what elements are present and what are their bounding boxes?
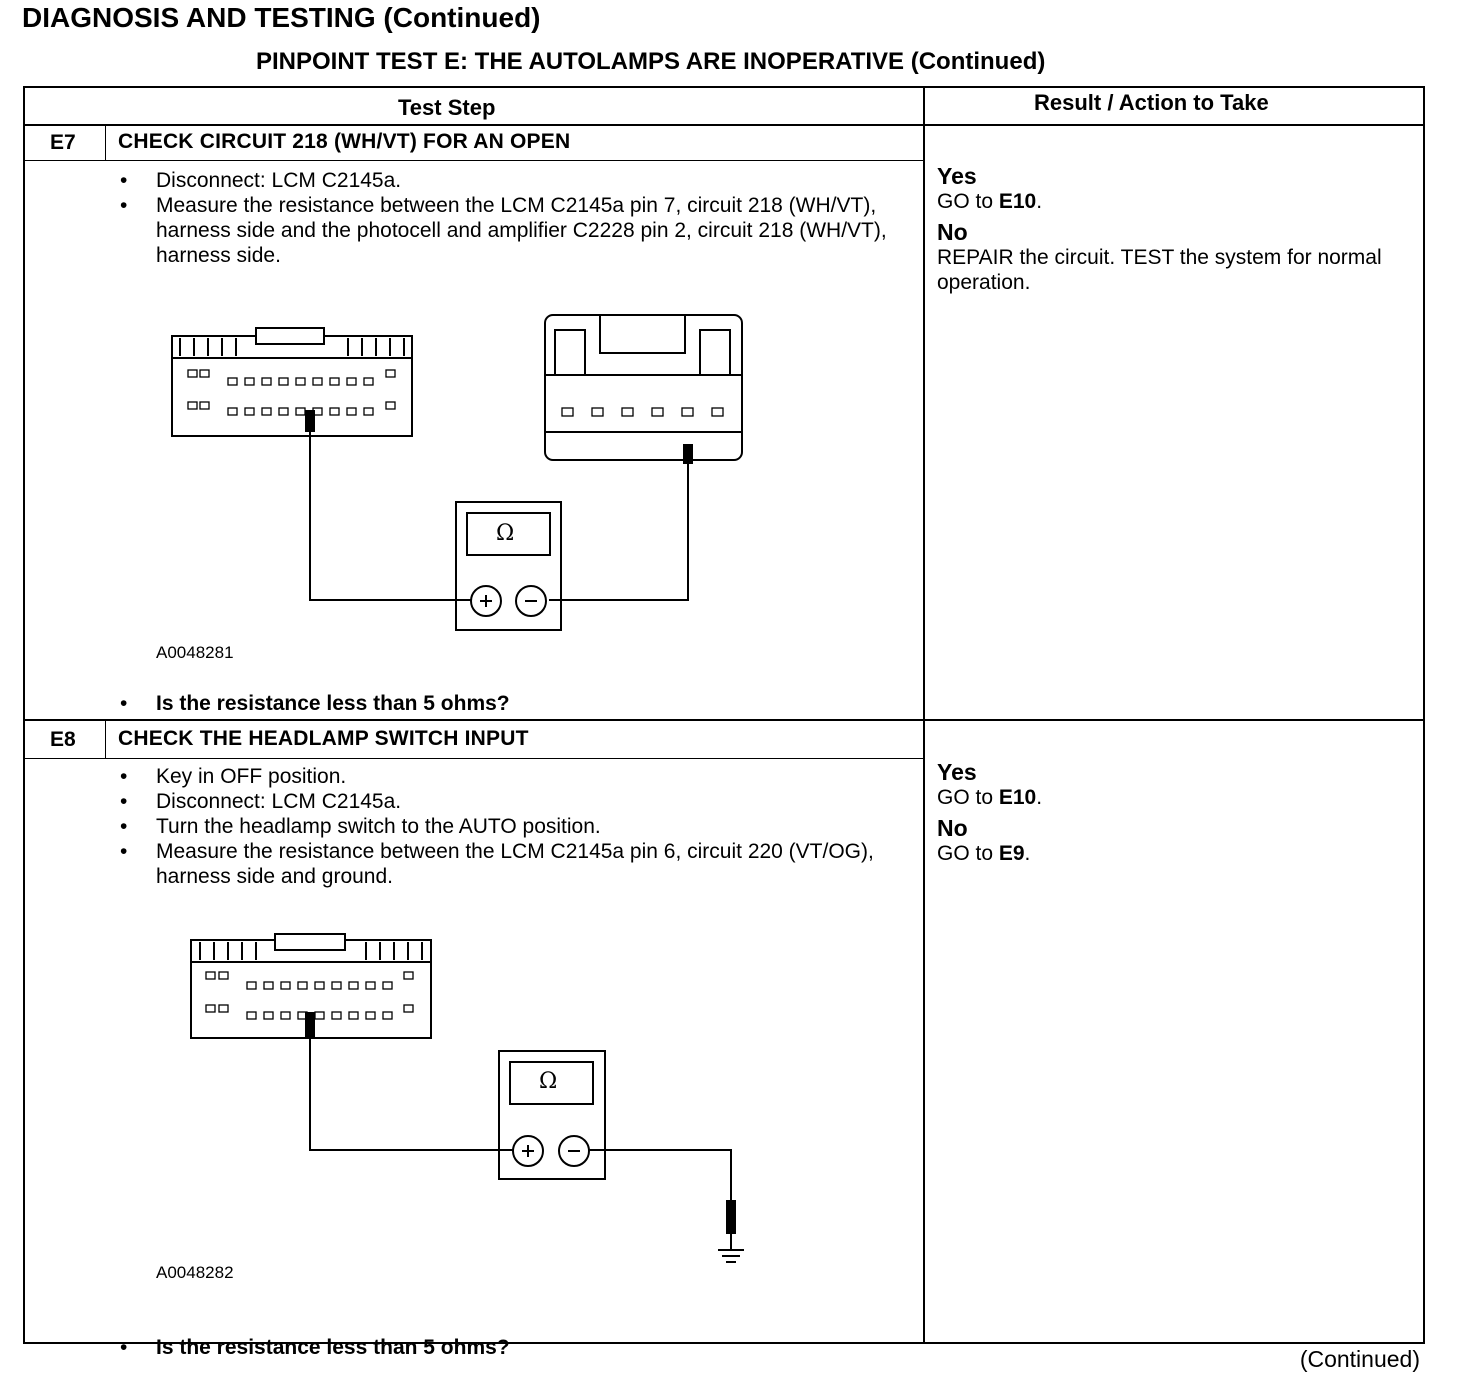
e8-results: Yes GO to E10. No GO to E9. [937, 760, 1407, 872]
goto-step-link[interactable]: E9 [998, 842, 1025, 865]
probe-tips [305, 410, 693, 464]
step-id: E8 [50, 728, 76, 751]
ground-icon [718, 1249, 744, 1263]
ohm-symbol: Ω [496, 521, 515, 546]
lcm-pin-row-bottom [205, 1004, 414, 1020]
instruction-item: Disconnect: LCM C2145a. [120, 168, 900, 193]
result-yes-label: Yes [937, 163, 977, 189]
result-yes-action: GO to E10. [937, 190, 1043, 213]
lcm-connector [190, 933, 432, 1039]
test-leads [309, 420, 689, 601]
page-title: DIAGNOSIS AND TESTING (Continued) [22, 2, 541, 33]
continued-note: (Continued) [1299, 1346, 1420, 1372]
instruction-item: Measure the resistance between the LCM C… [120, 839, 900, 889]
instruction-item: Turn the headlamp switch to the AUTO pos… [120, 814, 900, 839]
instruction-item: Measure the resistance between the LCM C… [120, 193, 900, 268]
step-question: Is the resistance less than 5 ohms? [120, 1336, 1472, 1360]
step-instructions: Disconnect: LCM C2145a. Measure the resi… [120, 168, 900, 268]
goto-step-link[interactable]: E10 [998, 786, 1037, 809]
lcm-pin-row-bottom [187, 401, 396, 416]
step-question: Is the resistance less than 5 ohms? [120, 692, 1472, 716]
column-header-result: Result / Action to Take [1034, 90, 1269, 115]
result-no-label: No [937, 219, 968, 245]
result-no-action: REPAIR the circuit. TEST the system for … [937, 246, 1382, 294]
result-yes-action: GO to E10. [937, 786, 1043, 809]
step-title: CHECK THE HEADLAMP SWITCH INPUT [118, 727, 529, 750]
photocell-connector [544, 314, 743, 461]
figure-id: A0048281 [156, 643, 234, 662]
pinpoint-test-title: PINPOINT TEST E: THE AUTOLAMPS ARE INOPE… [256, 48, 1046, 75]
e7-results: Yes GO to E10. No REPAIR the circuit. TE… [937, 164, 1407, 301]
instruction-item: Key in OFF position. [120, 764, 900, 789]
lcm-pin-row-top [187, 369, 396, 386]
test-leads [309, 1025, 732, 1250]
instruction-item: Disconnect: LCM C2145a. [120, 789, 900, 814]
column-header-test-step: Test Step [398, 95, 496, 120]
result-no-label: No [937, 815, 968, 841]
figure-id: A0048282 [156, 1263, 234, 1282]
goto-step-link[interactable]: E10 [998, 190, 1037, 213]
probe-tips [305, 1012, 736, 1234]
photocell-pin-row [561, 407, 724, 417]
result-yes-label: Yes [937, 759, 977, 785]
result-no-action: GO to E9. [937, 842, 1031, 865]
step-id: E7 [50, 131, 76, 154]
lcm-connector [171, 327, 413, 437]
step-instructions: Key in OFF position. Disconnect: LCM C21… [120, 764, 900, 889]
ohm-symbol: Ω [539, 1069, 558, 1094]
lcm-pin-row-top [205, 971, 414, 990]
step-title: CHECK CIRCUIT 218 (WH/VT) FOR AN OPEN [118, 130, 571, 153]
